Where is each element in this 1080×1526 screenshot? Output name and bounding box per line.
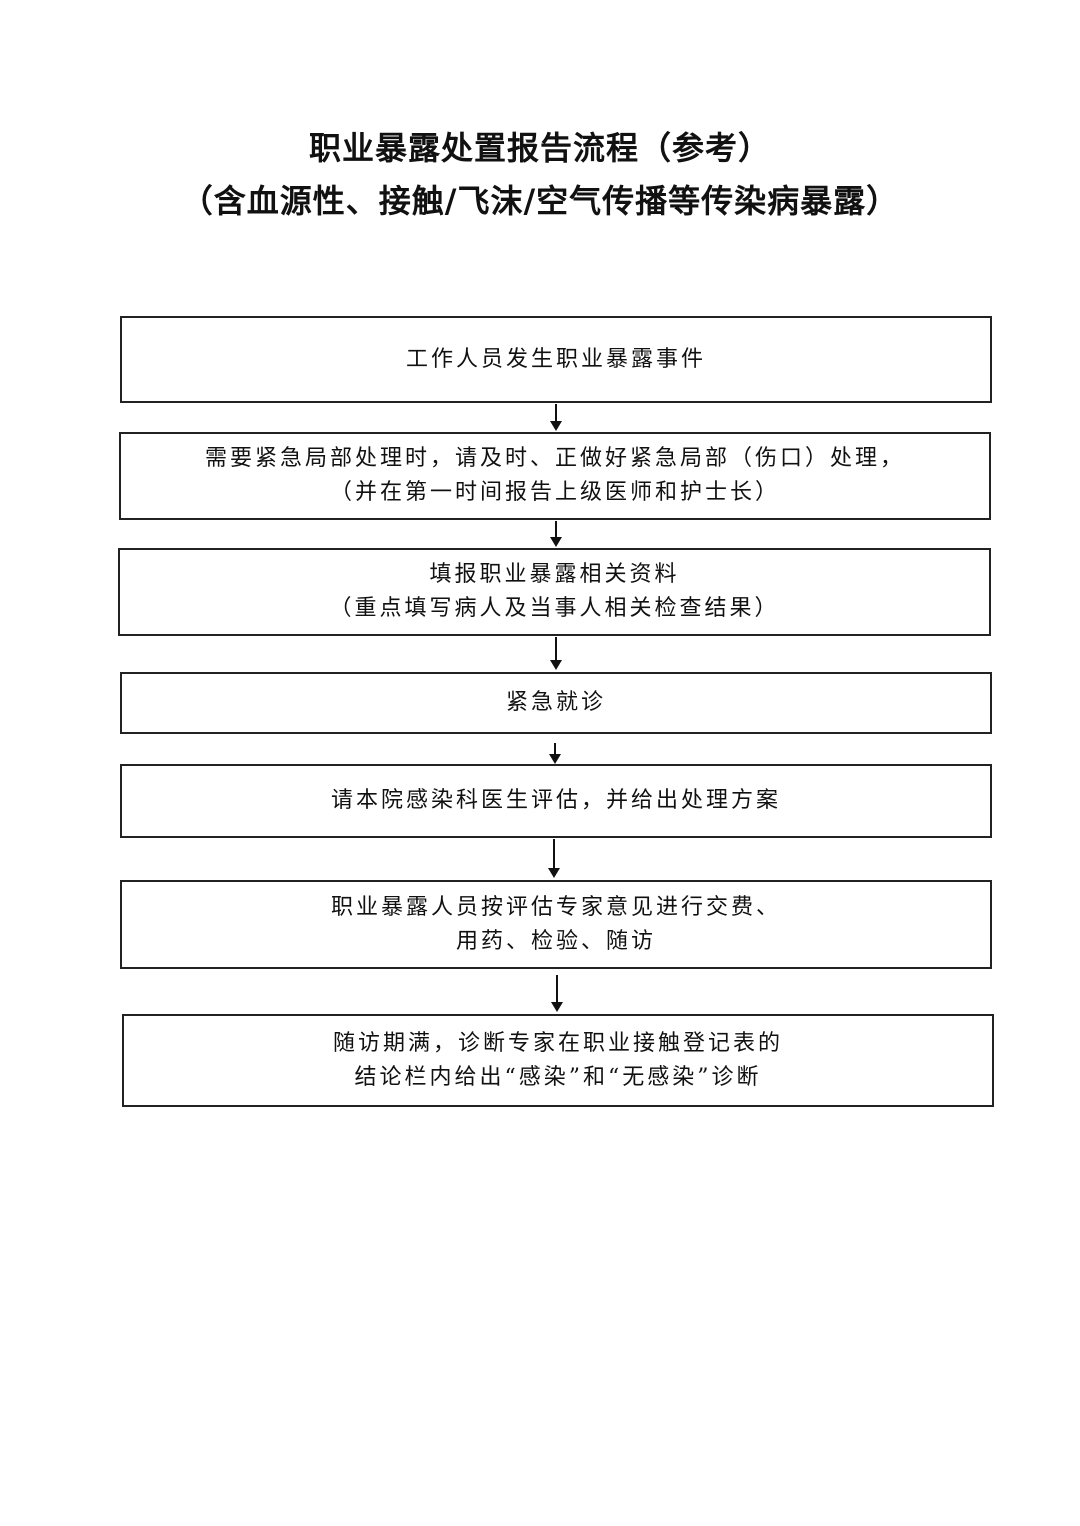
step-2-text-line-1: 需要紧急局部处理时，请及时、正做好紧急局部（伤口）处理， <box>204 446 905 471</box>
step-3-text-line-1: 填报职业暴露相关资料 <box>429 562 680 587</box>
step-2-text-line-2: （并在第一时间报告上级医师和护士长） <box>329 480 780 505</box>
step-6-text-line-2: 用药、检验、随访 <box>455 928 656 954</box>
flow-step-3: 填报职业暴露相关资料 （重点填写病人及当事人相关检查结果） <box>118 548 991 636</box>
step-7-text-line-2: 结论栏内给出“感染”和“无感染”诊断 <box>354 1064 762 1090</box>
step-7-text-line-1: 随访期满，诊断专家在职业接触登记表的 <box>332 1030 783 1056</box>
arrow-down-icon <box>548 839 560 878</box>
flow-step-6: 职业暴露人员按评估专家意见进行交费、 用药、检验、随访 <box>120 880 992 969</box>
arrow-down-icon <box>551 975 563 1012</box>
step-6-text-line-1: 职业暴露人员按评估专家意见进行交费、 <box>330 894 781 920</box>
flow-step-4: 紧急就诊 <box>120 672 992 734</box>
arrow-down-icon <box>550 404 562 431</box>
arrow-down-icon <box>549 743 561 764</box>
page-title: 职业暴露处置报告流程（参考） <box>308 129 771 167</box>
arrow-down-icon <box>550 521 562 547</box>
step-1-text-line-1: 工作人员发生职业暴露事件 <box>405 346 706 372</box>
page-subtitle: （含血源性、接触/飞沫/空气传播等传染病暴露） <box>180 182 900 220</box>
flow-step-7: 随访期满，诊断专家在职业接触登记表的 结论栏内给出“感染”和“无感染”诊断 <box>122 1014 994 1107</box>
step-5-text-line-1: 请本院感染科医生评估，并给出处理方案 <box>330 788 781 813</box>
arrow-down-icon <box>550 637 562 670</box>
flow-step-5: 请本院感染科医生评估，并给出处理方案 <box>120 764 992 838</box>
step-3-text-line-2: （重点填写病人及当事人相关检查结果） <box>329 596 780 621</box>
flow-step-2: 需要紧急局部处理时，请及时、正做好紧急局部（伤口）处理， （并在第一时间报告上级… <box>119 432 991 520</box>
step-4-text-line-1: 紧急就诊 <box>505 690 606 715</box>
flow-step-1: 工作人员发生职业暴露事件 <box>120 316 992 403</box>
